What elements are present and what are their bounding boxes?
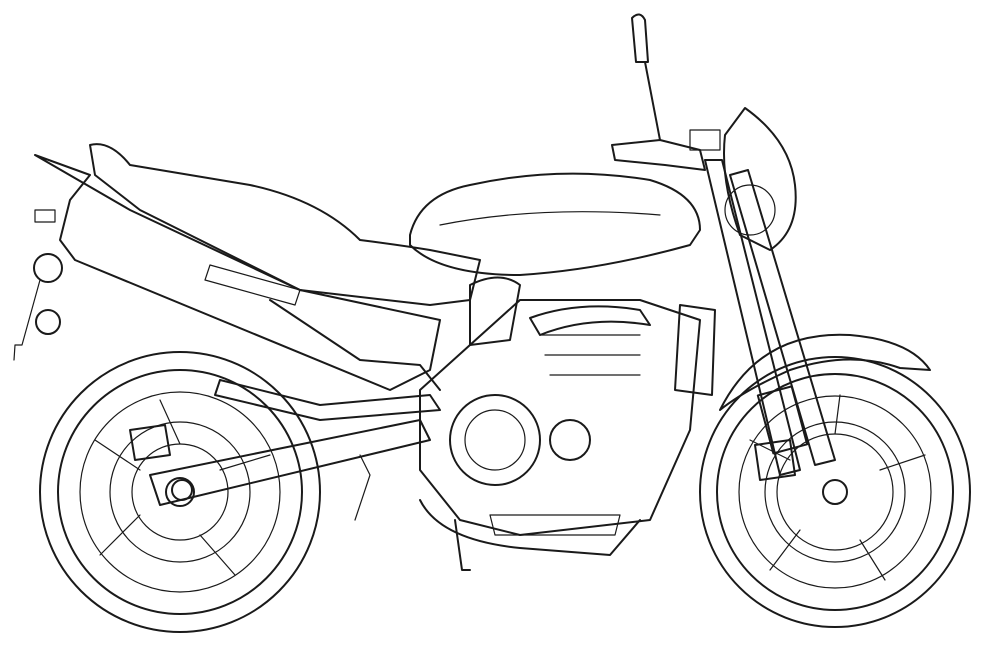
handlebar-mirror <box>611 13 721 171</box>
kickstand <box>454 519 471 571</box>
frame-swingarm <box>149 299 441 521</box>
headlight-cowl <box>723 107 797 251</box>
front-fork <box>704 159 836 476</box>
rear-wheel <box>39 351 321 633</box>
seat-tail <box>13 143 481 391</box>
fuel-tank <box>409 172 701 346</box>
brake-discs <box>109 421 906 563</box>
front-wheel <box>699 333 971 628</box>
engine <box>419 299 716 556</box>
